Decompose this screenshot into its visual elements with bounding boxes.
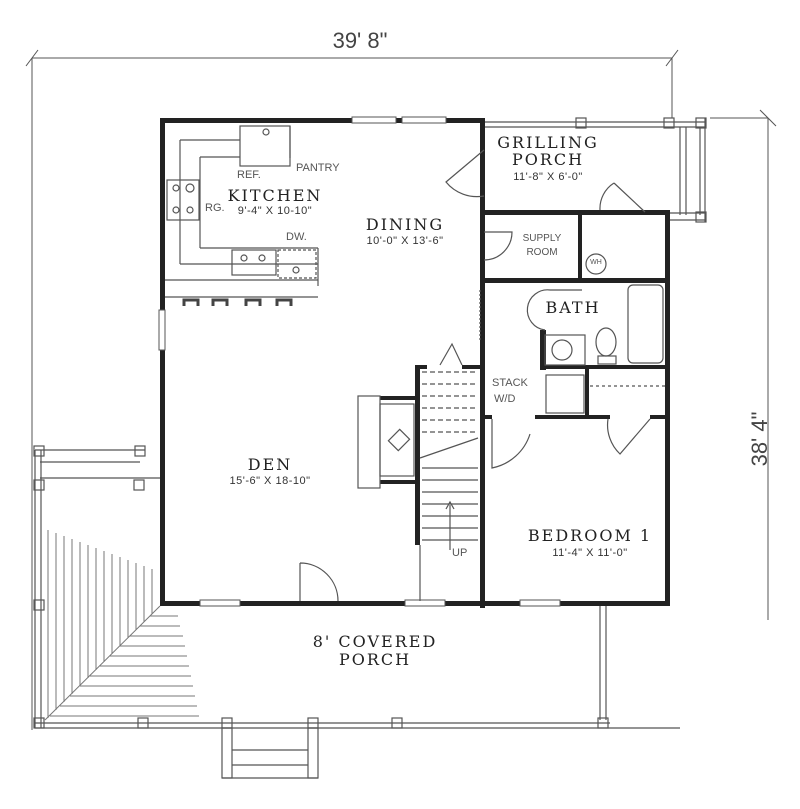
grilling-porch-name-2: PORCH bbox=[511, 150, 585, 169]
windows bbox=[158, 116, 561, 607]
front-porch bbox=[33, 445, 680, 779]
stack-wd-label-2: W/D bbox=[494, 393, 516, 405]
range-burners bbox=[172, 128, 300, 274]
dining-size: 10'-0" X 13'-6" bbox=[366, 235, 444, 247]
door-swings bbox=[299, 149, 651, 602]
water-heater-label: WH bbox=[590, 259, 602, 266]
kitchen-size: 9'-4" X 10-10" bbox=[237, 205, 313, 217]
den-name: DEN bbox=[247, 455, 293, 474]
kitchen-name: KITCHEN bbox=[227, 186, 323, 205]
water-heater bbox=[585, 253, 607, 275]
grilling-porch-name-1: GRILLING bbox=[497, 133, 599, 152]
stairs bbox=[419, 371, 479, 601]
covered-porch-name-1: 8' COVERED bbox=[312, 632, 438, 651]
den-size: 15'-6" X 18-10" bbox=[229, 475, 311, 487]
kitchen-counters bbox=[165, 125, 319, 298]
range-label: RG. bbox=[205, 202, 225, 214]
overall-depth-label: 38' 4" bbox=[747, 411, 772, 467]
stack-wd-label-1: STACK bbox=[492, 377, 528, 389]
grilling-porch-outline bbox=[484, 117, 707, 223]
supply-room-name-2: ROOM bbox=[526, 247, 558, 258]
dimension-lines bbox=[25, 49, 777, 730]
pantry-label: PANTRY bbox=[296, 162, 340, 174]
deck-hatch bbox=[44, 530, 199, 721]
fireplace bbox=[357, 395, 415, 489]
bath-fixtures bbox=[479, 284, 666, 414]
stairs-up-label: UP bbox=[452, 547, 468, 559]
bedroom1-name: BEDROOM 1 bbox=[527, 526, 653, 545]
grilling-porch-size: 11'-8" X 6'-0" bbox=[513, 171, 583, 183]
dining-name: DINING bbox=[365, 215, 445, 234]
ref-label: REF. bbox=[237, 169, 261, 181]
overall-width-label: 39' 8" bbox=[332, 28, 388, 53]
bar-stools bbox=[182, 298, 293, 306]
bath-name: BATH bbox=[545, 298, 601, 317]
covered-porch-name-2: PORCH bbox=[338, 650, 412, 669]
dishwasher-label: DW. bbox=[286, 231, 307, 243]
supply-room-name-1: SUPPLY bbox=[522, 233, 562, 244]
bedroom1-size: 11'-4" X 11'-0" bbox=[552, 547, 628, 559]
interior-walls bbox=[380, 210, 670, 545]
